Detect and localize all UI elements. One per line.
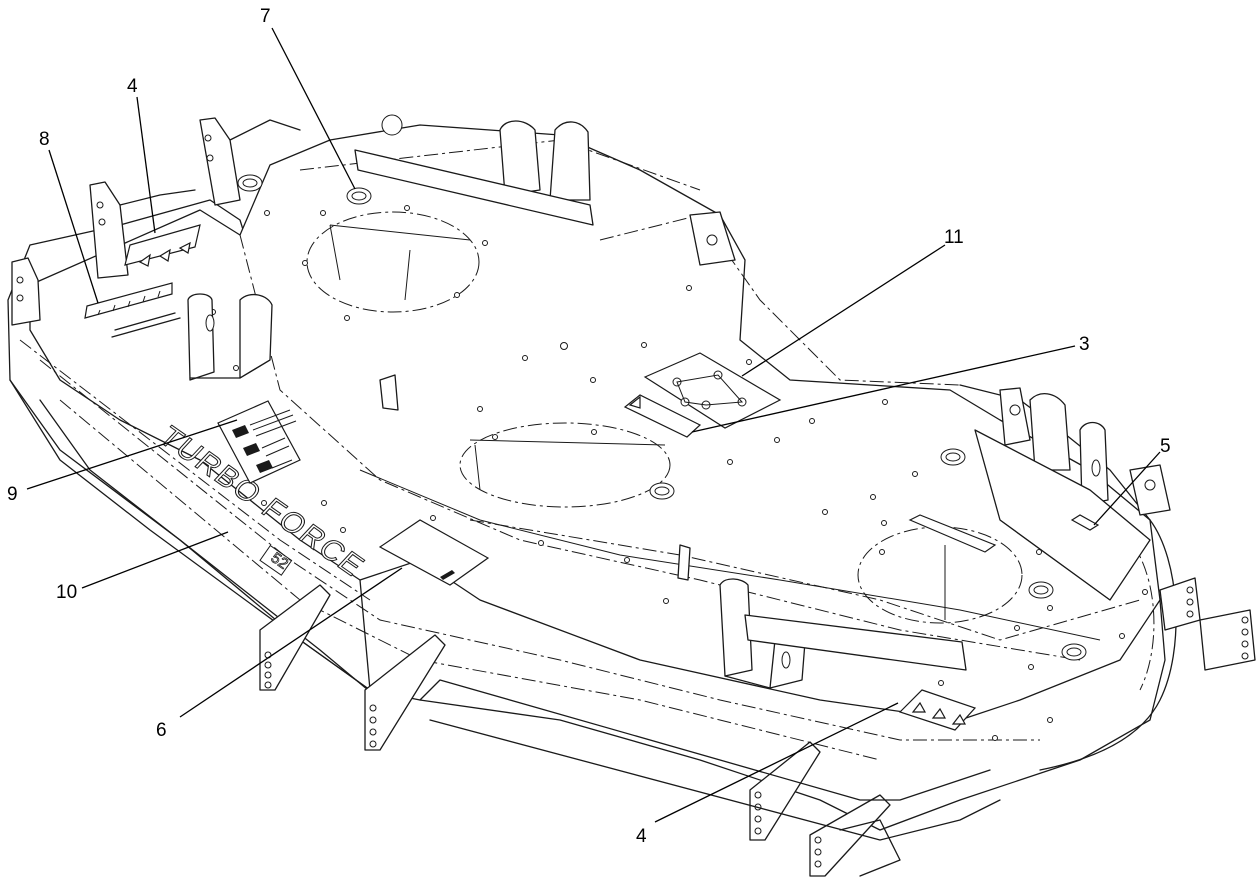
- spindle-cap: [649, 482, 675, 500]
- callout-label: 9: [7, 484, 18, 505]
- callout-11: 11: [741, 227, 964, 377]
- bracket-holes: [1186, 586, 1194, 618]
- spindle-cap: [1028, 581, 1054, 599]
- callout-label: 7: [260, 6, 271, 27]
- callout-label: 4: [127, 76, 138, 97]
- callout-label: 5: [1160, 436, 1171, 457]
- mount-bracket-right-rear: [499, 120, 1171, 516]
- callout-7: 7: [260, 6, 356, 190]
- bracket-holes: [264, 651, 272, 689]
- spindle-cap: [940, 448, 966, 466]
- callout-label: 3: [1079, 334, 1090, 355]
- decal-warning: [217, 400, 301, 484]
- decal-arrows-rear: [124, 224, 201, 267]
- decal-height-gauge: [84, 282, 181, 338]
- callout-4-front: 4: [636, 702, 899, 847]
- decal-arrows-front: [898, 689, 977, 731]
- spindle-caps: [237, 114, 1087, 661]
- callout-label: 6: [156, 720, 167, 741]
- belt-guard-rail: [354, 149, 967, 671]
- callout-10: 10: [56, 531, 229, 603]
- bracket-holes: [814, 836, 822, 868]
- spindle-cap: [346, 187, 372, 205]
- decal-belt-routing: [643, 352, 782, 429]
- callout-5: 5: [1093, 436, 1171, 526]
- callout-9: 9: [7, 419, 238, 505]
- callout-label: 10: [56, 582, 77, 603]
- front-hoc-brackets: [259, 577, 1256, 877]
- spindle-cap: [237, 174, 263, 192]
- bolt-holes: [210, 205, 1148, 741]
- callout-label: 4: [636, 826, 647, 847]
- discharge-chute: [974, 429, 1151, 601]
- bracket-holes: [1241, 616, 1249, 660]
- mount-bracket-left-rear: [11, 117, 301, 326]
- callout-8: 8: [39, 129, 99, 304]
- decal-caution-strip: [623, 394, 702, 438]
- callout-3: 3: [691, 334, 1090, 433]
- callout-label: 8: [39, 129, 50, 150]
- decal-chute: [908, 514, 1100, 553]
- bracket-holes: [369, 704, 377, 748]
- keyhole-bracket: [187, 293, 273, 381]
- callout-4-rear: 4: [127, 76, 156, 234]
- callout-label: 11: [944, 227, 964, 248]
- callout-6: 6: [156, 567, 403, 741]
- spindle-cap: [1061, 643, 1087, 661]
- decal-info: [378, 519, 490, 586]
- keyhole-bracket: [1079, 421, 1109, 506]
